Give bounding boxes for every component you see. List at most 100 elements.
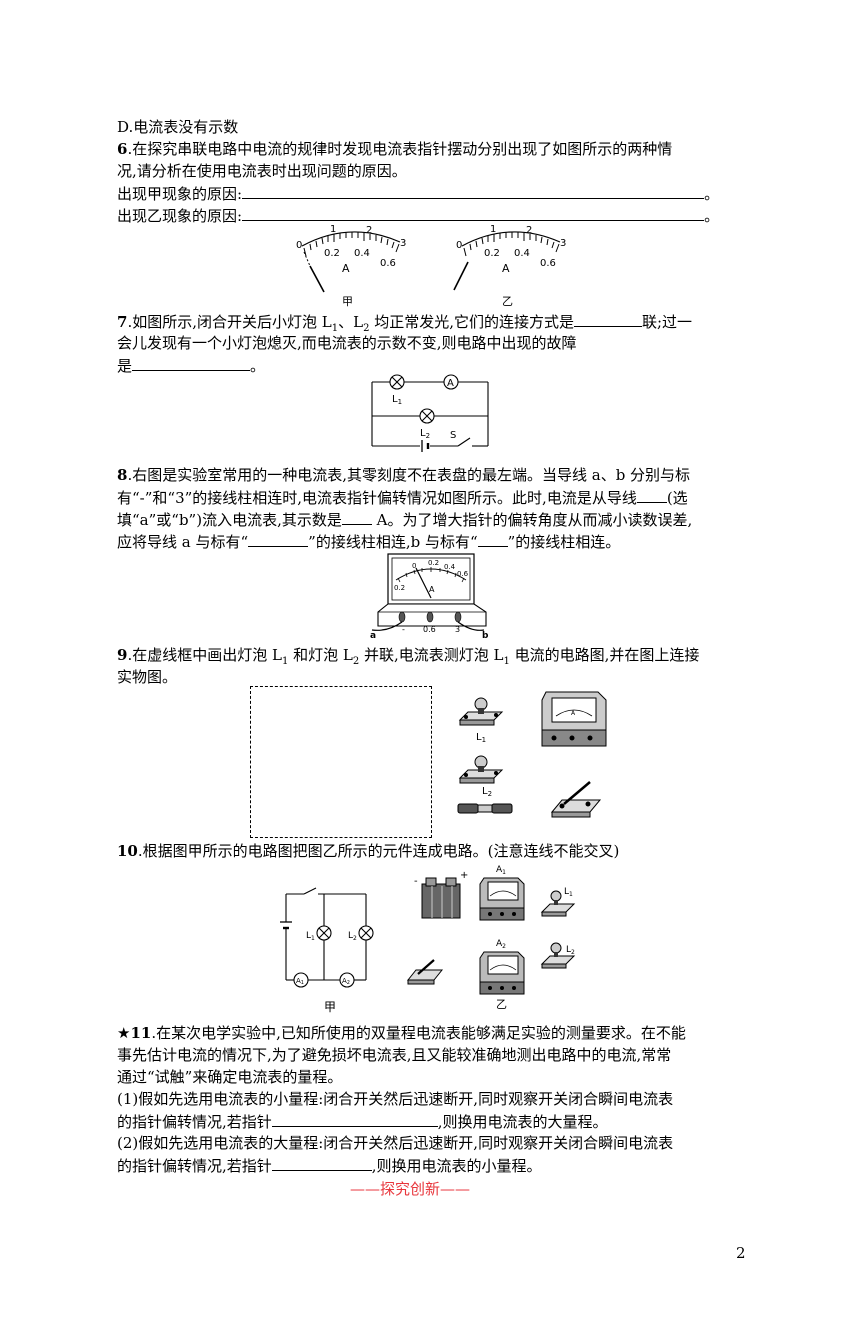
q11-p1-line2: 的指针偏转情况,若指针,则换用电流表的大量程。 [117, 1110, 608, 1133]
q10-device-l2-sub: 2 [571, 949, 575, 956]
q7-l1-label: L1 [392, 394, 402, 406]
q10-battery-minus: - [414, 876, 418, 887]
q11-text1: .在某次电学实验中,已知所使用的双量程电流表能够满足实验的测量要求。在不能 [151, 1024, 686, 1042]
q11-p2-text-c: ,则换用电流表的小量程。 [371, 1157, 542, 1175]
q7-ammeter-icon [443, 374, 459, 390]
q11-blank-large-range[interactable] [271, 1154, 372, 1171]
q7-sep: 、L [338, 313, 364, 331]
q8-terminal-3 [454, 611, 462, 623]
q10-circuit-diagram: L1 L2 A1 A2 [280, 887, 374, 988]
q7-blank-connection[interactable] [573, 310, 642, 327]
q7-text3a: 是 [117, 357, 133, 375]
q7-sub2: 2 [363, 323, 370, 334]
q7-line3: 是。 [117, 354, 265, 377]
q10-l1-label: L1 [306, 931, 315, 942]
q9-sub2: 2 [352, 656, 360, 667]
q10-meter-a1-letter: A [496, 865, 503, 875]
q11-line1: ★11.在某次电学实验中,已知所使用的双量程电流表能够满足实验的测量要求。在不能 [117, 1022, 686, 1044]
q8-text3b: A。为了增大指针的偏转角度从而减小读数误差, [371, 511, 693, 529]
q10-battery-plus: + [460, 870, 468, 881]
q9-text1b: 和灯泡 L [288, 646, 353, 664]
q8-terminal-label-06: 0.6 [423, 625, 436, 634]
q10-device-l2-label: L2 [566, 945, 575, 956]
q10-fig-b-label: 乙 [496, 998, 507, 1010]
q9-l1-letter: L [476, 732, 482, 743]
q7-blank-fault[interactable] [132, 354, 251, 371]
q7-lamp-l2-icon [419, 408, 435, 424]
q6-reason-a: 出现甲现象的原因:。 [117, 182, 719, 205]
q10-lamp-l1-icon [316, 925, 332, 941]
q8-blank-terminal-a[interactable] [248, 530, 309, 547]
dial-jia-04: 0.4 [354, 248, 370, 259]
dial-yi-label: 乙 [502, 295, 513, 308]
q9-text1a: .在虚线框中画出灯泡 L [127, 646, 282, 664]
q10-fig-a-label: 甲 [323, 1000, 336, 1014]
q10-lamp-l1-device-icon [540, 890, 576, 917]
q6-reason-b-blank[interactable] [242, 204, 705, 221]
q8-text4a: 应将导线 a 与标有“ [117, 533, 249, 551]
q8-terminal-label-minus: - [402, 625, 405, 634]
q10-device-l2-letter: L [566, 945, 571, 955]
q11-line2: 事先估计电流的情况下,为了避免损坏电流表,且又能较准确地测出电路中的电流,常常 [117, 1046, 672, 1064]
q6-reason-b-label: 出现乙现象的原因: [117, 207, 243, 225]
q8-wire-b-label: b [482, 631, 489, 640]
q8-blank-terminal-b[interactable] [477, 530, 508, 547]
q8-line4: 应将导线 a 与标有“ ”的接线柱相连,b 与标有“ ”的接线柱相连。 [117, 530, 620, 553]
q10-a2-label: A2 [342, 977, 350, 986]
q11-p1-text-b: 的指针偏转情况,若指针 [117, 1113, 272, 1131]
q9-l2-letter: L [482, 786, 488, 797]
dial-yi-zero: 0 [456, 240, 462, 251]
q7-text1b: 均正常发光,它们的连接方式是 [369, 313, 574, 331]
dial-jia-label: 甲 [342, 295, 353, 308]
dial-jia-02: 0.2 [324, 248, 340, 259]
q9-ammeter-unit: A [571, 710, 576, 717]
q8-wire-b [457, 621, 485, 631]
dial-yi-two: 2 [526, 225, 532, 236]
q11-blank-small-range[interactable] [271, 1110, 438, 1127]
q8-tick-04: 0.4 [444, 563, 456, 571]
dial-yi-02: 0.2 [484, 248, 500, 259]
q8-line1: 8.右图是实验室常用的一种电流表,其零刻度不在表盘的最左端。当导线 a、b 分别… [117, 464, 690, 486]
q8-blank-wire[interactable] [636, 486, 667, 503]
q9-ammeter-icon: A [541, 691, 607, 747]
q10-device-l1-label: L1 [564, 887, 573, 898]
dial-jia-one: 1 [330, 224, 336, 235]
q7-l2-sub: 2 [426, 432, 430, 440]
q8-blank-reading[interactable] [341, 508, 372, 525]
q6-reason-b: 出现乙现象的原因: 。 [117, 204, 719, 227]
q8-tick-02: 0.2 [428, 559, 439, 567]
q8-ammeter-figure: 0.2 0 0.2 0.4 0.6 A - 0.6 3 a b [370, 553, 489, 640]
dial-jia-unit: A [342, 262, 350, 275]
q9-dashed-drawing-box[interactable] [250, 686, 432, 838]
q9-line1: 9.在虚线框中画出灯泡 L1 和灯泡 L2 并联,电流表测灯泡 L1 电流的电路… [117, 644, 699, 673]
q9-lamp-l2-icon [458, 755, 504, 784]
q10-a1-sub: 1 [301, 980, 304, 986]
q7-lamp-l1-icon [389, 374, 405, 390]
q6-ammeter-dials-figure: 0 1 2 3 0.2 0.4 0.6 A 甲 0 1 2 [296, 224, 566, 308]
q9-components-figure: L1 L2 A [457, 691, 607, 818]
q10-a1-letter: A [296, 977, 301, 985]
q8-text1: .右图是实验室常用的一种电流表,其零刻度不在表盘的最左端。当导线 a、b 分别与… [127, 466, 691, 484]
q10-ammeter-a1-device-icon [479, 877, 525, 921]
q8-text4b: ”的接线柱相连,b 与标有“ [308, 533, 478, 551]
q11-p2-line2: 的指针偏转情况,若指针,则换用电流表的小量程。 [117, 1154, 542, 1177]
q10-l2-sub: 2 [353, 935, 357, 942]
q10-a1-label: A1 [296, 977, 304, 986]
q6-reason-a-label: 出现甲现象的原因: [117, 185, 243, 203]
q8-text2b: (选 [666, 489, 688, 507]
q6-reason-b-end: 。 [704, 207, 720, 225]
dial-jia-06: 0.6 [380, 258, 396, 269]
q10-meter-a2-sub: 2 [502, 943, 506, 950]
q11-p1-line1: (1)假如先选用电流表的小量程:闭合开关然后迅速断开,同时观察开关闭合瞬间电流表 [117, 1090, 674, 1108]
q10-text: .根据图甲所示的电路图把图乙所示的元件连成电路。(注意连线不能交叉) [137, 842, 620, 860]
q10-a2-sub: 2 [347, 980, 350, 986]
q6-reason-a-blank[interactable] [242, 182, 705, 199]
star-icon: ★ [117, 1024, 131, 1042]
q10-switch-device-icon [406, 959, 444, 985]
q10-lamp-l2-device-icon [540, 942, 576, 969]
q8-text4c: ”的接线柱相连。 [507, 533, 621, 551]
q10-meter-a1-sub: 1 [502, 869, 506, 876]
q9-l2-sub: 2 [488, 790, 492, 798]
q8-tick-0: 0 [412, 562, 416, 570]
dial-jia-zero: 0 [296, 240, 302, 251]
